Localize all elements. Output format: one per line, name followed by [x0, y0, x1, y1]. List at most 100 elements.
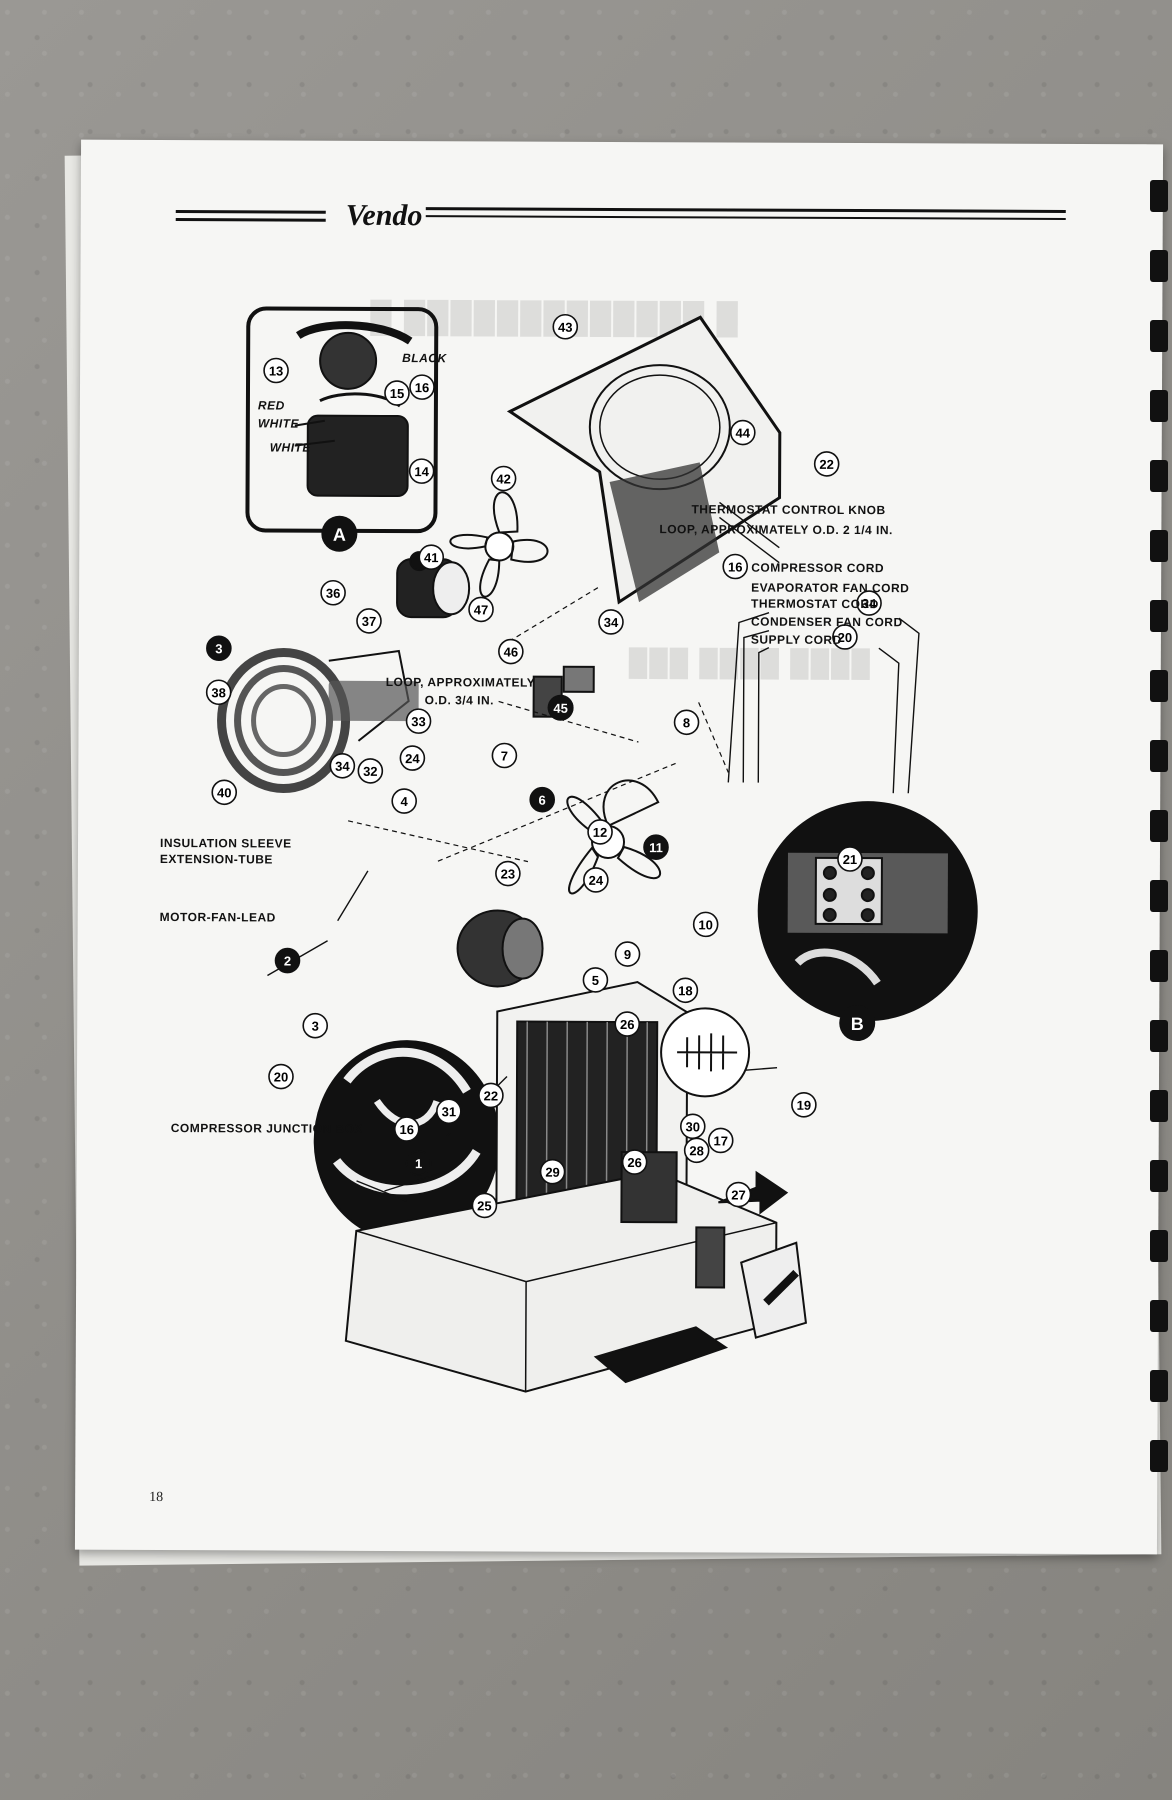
part-badge: 1 — [405, 1150, 432, 1176]
part-badge: 10 — [692, 911, 719, 938]
part-badge: 32 — [357, 758, 384, 784]
svg-text:36: 36 — [326, 586, 341, 601]
svg-text:42: 42 — [496, 471, 511, 486]
svg-text:32: 32 — [363, 764, 378, 779]
part-badge: 17 — [707, 1127, 734, 1154]
part-badge: 42 — [490, 465, 517, 492]
svg-text:13: 13 — [269, 363, 284, 378]
svg-text:8: 8 — [683, 715, 690, 730]
svg-text:10: 10 — [698, 917, 713, 932]
svg-text:43: 43 — [558, 320, 573, 335]
svg-text:16: 16 — [399, 1122, 414, 1137]
part-badge: 15 — [384, 380, 410, 406]
manual-page: Vendo █ █████████████ █ ███ ████ ████ — [74, 139, 1164, 1555]
part-badge: 33 — [405, 708, 432, 734]
svg-text:44: 44 — [736, 426, 751, 441]
part-badge: 36 — [320, 579, 346, 606]
svg-text:34: 34 — [335, 759, 350, 774]
svg-text:28: 28 — [689, 1143, 704, 1158]
label-loop-small-line1: LOOP, APPROXIMATELY — [385, 674, 536, 690]
part-badge: 31 — [436, 1098, 462, 1125]
part-badge: 12 — [587, 819, 613, 845]
svg-text:19: 19 — [797, 1098, 812, 1113]
part-badge: 19 — [791, 1092, 817, 1118]
part-badge: 16 — [393, 1116, 420, 1142]
part-badge: 29 — [539, 1158, 566, 1185]
part-badge: 18 — [672, 977, 699, 1004]
label-extension-tube: EXTENSION-TUBE — [159, 851, 273, 867]
svg-text:22: 22 — [484, 1088, 499, 1103]
svg-text:26: 26 — [627, 1155, 642, 1170]
evaporator-coil — [217, 648, 419, 794]
svg-text:45: 45 — [553, 701, 568, 716]
part-badge: 8 — [673, 709, 700, 736]
label-white-1: WHITE — [257, 416, 300, 431]
svg-text:15: 15 — [390, 386, 405, 401]
svg-text:3: 3 — [312, 1019, 319, 1034]
part-badge: 3 — [302, 1012, 329, 1039]
part-badge: 43 — [552, 313, 579, 340]
svg-text:9: 9 — [624, 947, 631, 962]
svg-text:23: 23 — [501, 866, 516, 881]
label-insulation-sleeve: INSULATION SLEEVE — [159, 835, 292, 851]
part-badge: 26 — [621, 1149, 648, 1175]
label-compressor-junction-box: COMPRESSOR JUNCTION BOX — [170, 1121, 363, 1136]
label-thermostat-control-knob: THERMOSTAT CONTROL KNOB — [691, 502, 886, 518]
part-badge: 24 — [583, 867, 609, 893]
svg-text:5: 5 — [592, 973, 599, 988]
svg-text:20: 20 — [274, 1069, 289, 1084]
svg-text:7: 7 — [501, 748, 508, 763]
part-badge: 40 — [211, 779, 238, 806]
part-badge: 26 — [614, 1011, 641, 1037]
label-loop-small-line2: O.D. 3/4 IN. — [424, 693, 495, 708]
part-badge: 7 — [491, 742, 518, 769]
svg-text:22: 22 — [819, 457, 834, 472]
part-badge: 4 — [391, 788, 417, 814]
part-badge: 37 — [356, 608, 382, 634]
part-badge: 27 — [725, 1181, 752, 1208]
part-badge: 34 — [598, 609, 624, 635]
svg-text:25: 25 — [477, 1198, 492, 1213]
part-badge: 25 — [471, 1192, 498, 1219]
part-badge: 20 — [832, 624, 858, 650]
part-badge: 3 — [206, 635, 232, 662]
inset-a-wiring — [294, 321, 413, 498]
part-badge: 9 — [614, 941, 641, 967]
part-badge: 23 — [495, 860, 521, 887]
part-badge: 28 — [683, 1137, 710, 1164]
svg-text:11: 11 — [649, 840, 663, 855]
condenser-fan-motor — [456, 909, 544, 988]
svg-text:41: 41 — [424, 550, 439, 565]
label-evaporator-fan-cord: EVAPORATOR FAN CORD — [751, 580, 910, 596]
condenser-fan-blade — [566, 779, 662, 895]
part-badge: 44 — [730, 419, 756, 446]
part-badge: 30 — [679, 1113, 706, 1140]
page-number: 18 — [149, 1489, 164, 1506]
part-badge: 13 — [263, 357, 289, 384]
svg-text:1: 1 — [415, 1156, 422, 1171]
svg-text:27: 27 — [731, 1187, 746, 1202]
svg-text:30: 30 — [686, 1119, 701, 1134]
svg-text:31: 31 — [442, 1104, 457, 1119]
svg-text:46: 46 — [504, 644, 519, 659]
label-red: RED — [257, 398, 285, 413]
inset-b-letter: B — [851, 1014, 864, 1034]
svg-text:2: 2 — [284, 954, 291, 969]
part-badge: 14 — [408, 458, 435, 484]
svg-text:17: 17 — [713, 1133, 728, 1148]
part-badge: 6 — [529, 786, 556, 813]
part-badge: 21 — [837, 846, 863, 872]
svg-text:34: 34 — [862, 596, 877, 611]
part-badge: 20 — [268, 1063, 294, 1090]
svg-text:16: 16 — [415, 380, 430, 395]
part-badge: 47 — [468, 596, 494, 623]
evaporator-fan-blade — [449, 491, 549, 598]
part-badge: 16 — [409, 374, 435, 400]
part-number-badges: 13 15 16 14 43 44 22 42 41 36 37 47 46 4… — [205, 313, 882, 1219]
label-black: BLACK — [402, 351, 447, 366]
svg-text:18: 18 — [678, 983, 693, 998]
svg-text:16: 16 — [728, 559, 743, 574]
svg-text:47: 47 — [474, 602, 489, 617]
svg-text:4: 4 — [401, 794, 409, 809]
svg-text:38: 38 — [211, 685, 226, 700]
